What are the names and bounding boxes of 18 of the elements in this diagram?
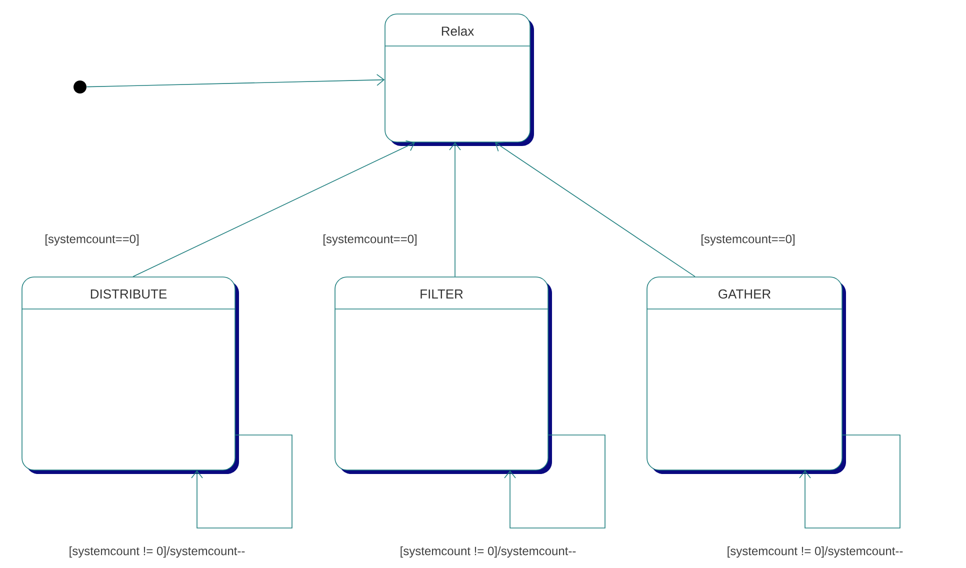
edge-label: [systemcount==0] [322,233,418,247]
arrow [449,142,461,277]
arrow [86,74,385,88]
arrow [191,434,292,528]
edge-label: [systemcount != 0]/systemcount-- [68,545,246,559]
state-box: DISTRIBUTE [22,276,239,474]
initial-state [74,80,86,94]
arrow [504,434,606,528]
state-box: GATHER [646,276,846,474]
edge-label: [systemcount==0] [44,233,140,247]
state-box: Relax [384,14,534,146]
state-box: FILTER [334,276,552,474]
edge-label: [systemcount != 0]/systemcount-- [726,545,904,559]
edge-label: [systemcount != 0]/systemcount-- [398,545,578,559]
arrow [132,140,415,277]
arrow [799,434,900,528]
edge-label: [systemcount==0] [700,233,796,247]
arrow [495,142,696,277]
